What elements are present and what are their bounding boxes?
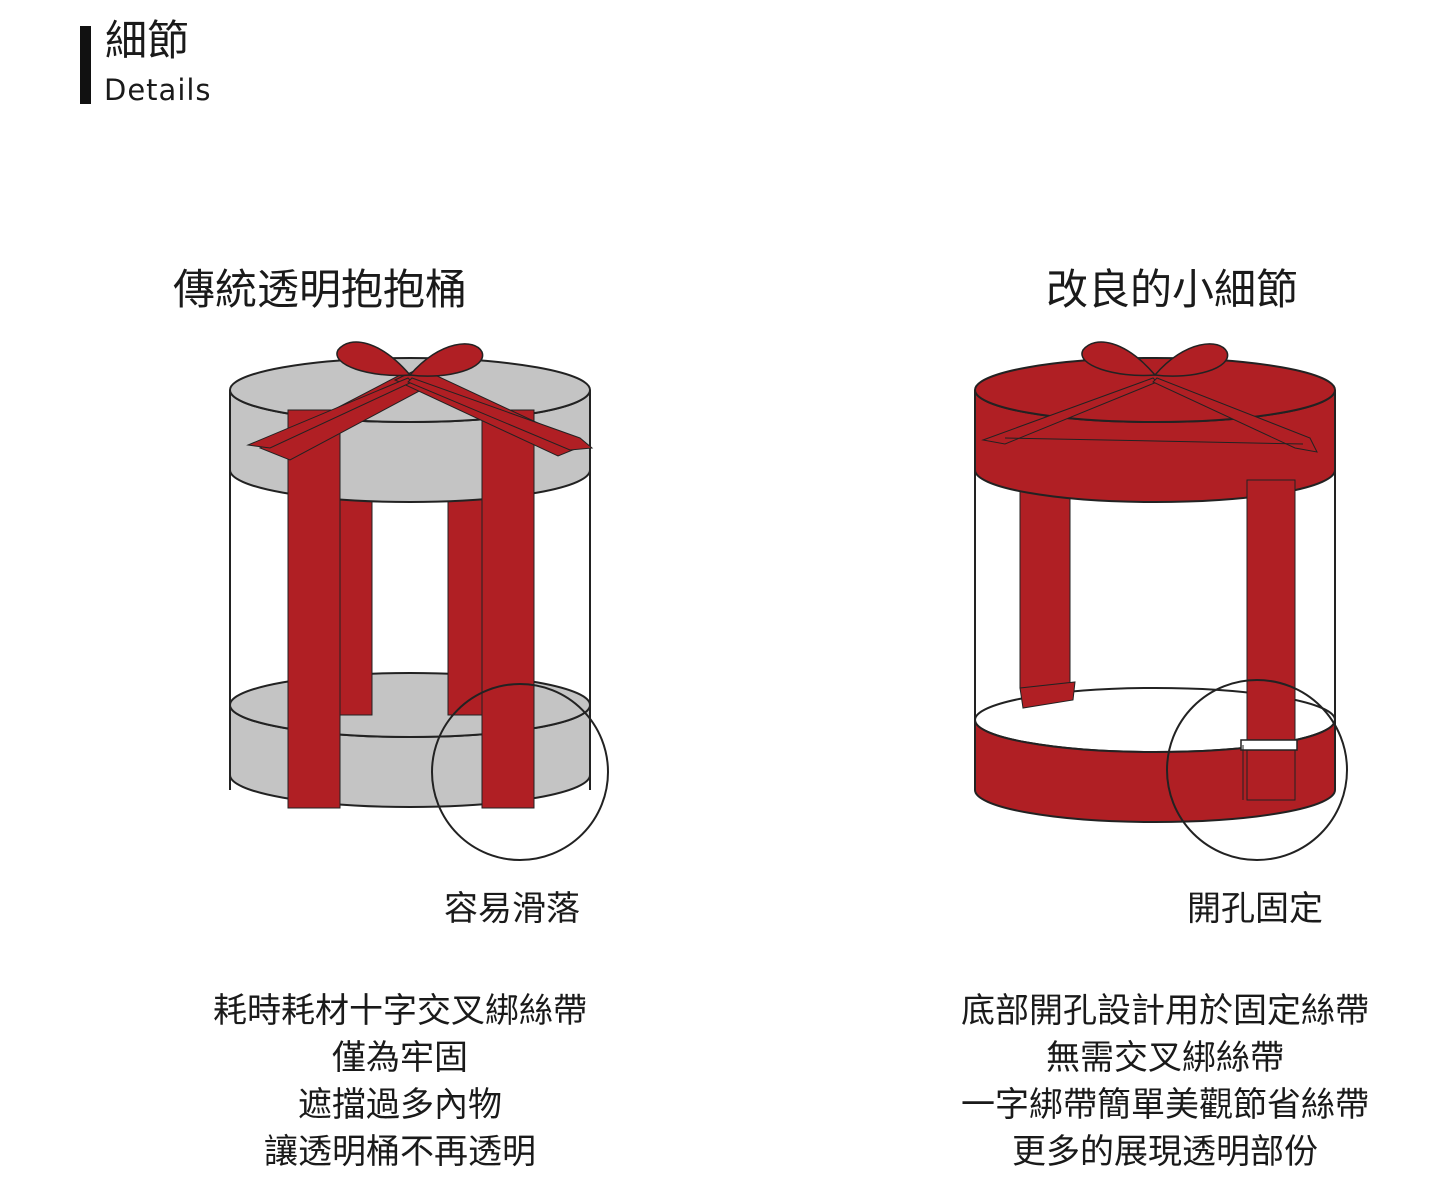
ribbon-front-right	[481, 409, 535, 809]
base-top	[229, 672, 591, 738]
improved-box-illustration	[974, 341, 1348, 861]
header-accent-bar	[80, 26, 91, 104]
bow-loop-left	[336, 341, 412, 377]
callout-circle	[1166, 679, 1348, 861]
header-subtitle: Details	[104, 73, 212, 107]
improved-title: 改良的小細節	[1045, 265, 1298, 314]
improved-desc-line: 無需交叉綁絲帶	[1046, 1038, 1284, 1078]
bow-loop-left	[1081, 341, 1157, 377]
improved-desc-line: 一字綁帶簡單美觀節省絲帶	[961, 1085, 1369, 1125]
lid-ribbon-line	[1004, 437, 1304, 445]
base-band	[974, 719, 1336, 823]
bow-loop-right	[1153, 343, 1229, 377]
bow-tail-right	[1152, 377, 1318, 453]
improved-panel: 改良的小細節 開孔固定 底部開孔設計用於固定絲帶 無需交叉綁絲帶 一字綁帶簡單美…	[720, 0, 1439, 1200]
ribbon-back-left	[1019, 489, 1071, 689]
improved-desc-line: 更多的展現透明部份	[1012, 1132, 1318, 1172]
traditional-title: 傳統透明抱抱桶	[172, 265, 467, 314]
traditional-desc-line: 僅為牢固	[332, 1038, 468, 1078]
traditional-desc-line: 耗時耗材十字交叉綁絲帶	[213, 991, 587, 1031]
lid-top	[974, 357, 1336, 423]
bow-loop-right	[408, 343, 484, 377]
header-title: 細節	[105, 16, 190, 65]
traditional-panel: 傳統透明抱抱桶 容易滑落 耗時耗材十字交叉綁絲帶 僅為牢固 遮擋過多內物 讓透明…	[0, 0, 719, 1200]
improved-description: 底部開孔設計用於固定絲帶 無需交叉綁絲帶 一字綁帶簡單美觀節省絲帶 更多的展現透…	[915, 988, 1415, 1176]
traditional-box-illustration	[229, 341, 609, 861]
traditional-desc-line: 遮擋過多內物	[298, 1085, 502, 1125]
callout-circle	[431, 683, 609, 861]
traditional-callout-label: 容易滑落	[444, 889, 580, 929]
traditional-description: 耗時耗材十字交叉綁絲帶 僅為牢固 遮擋過多內物 讓透明桶不再透明	[140, 988, 660, 1176]
base-slot-opening	[1240, 739, 1298, 751]
improved-callout-label: 開孔固定	[1187, 889, 1323, 929]
traditional-desc-line: 讓透明桶不再透明	[264, 1132, 536, 1172]
ribbon-back-right	[447, 494, 483, 716]
ribbon-front-left	[287, 409, 341, 809]
bow-tail-right	[407, 377, 594, 451]
ribbon-back-left	[337, 494, 373, 716]
ribbon-front	[1246, 479, 1296, 801]
ribbon-back-left-tuck	[1019, 681, 1076, 709]
improved-desc-line: 底部開孔設計用於固定絲帶	[961, 991, 1369, 1031]
